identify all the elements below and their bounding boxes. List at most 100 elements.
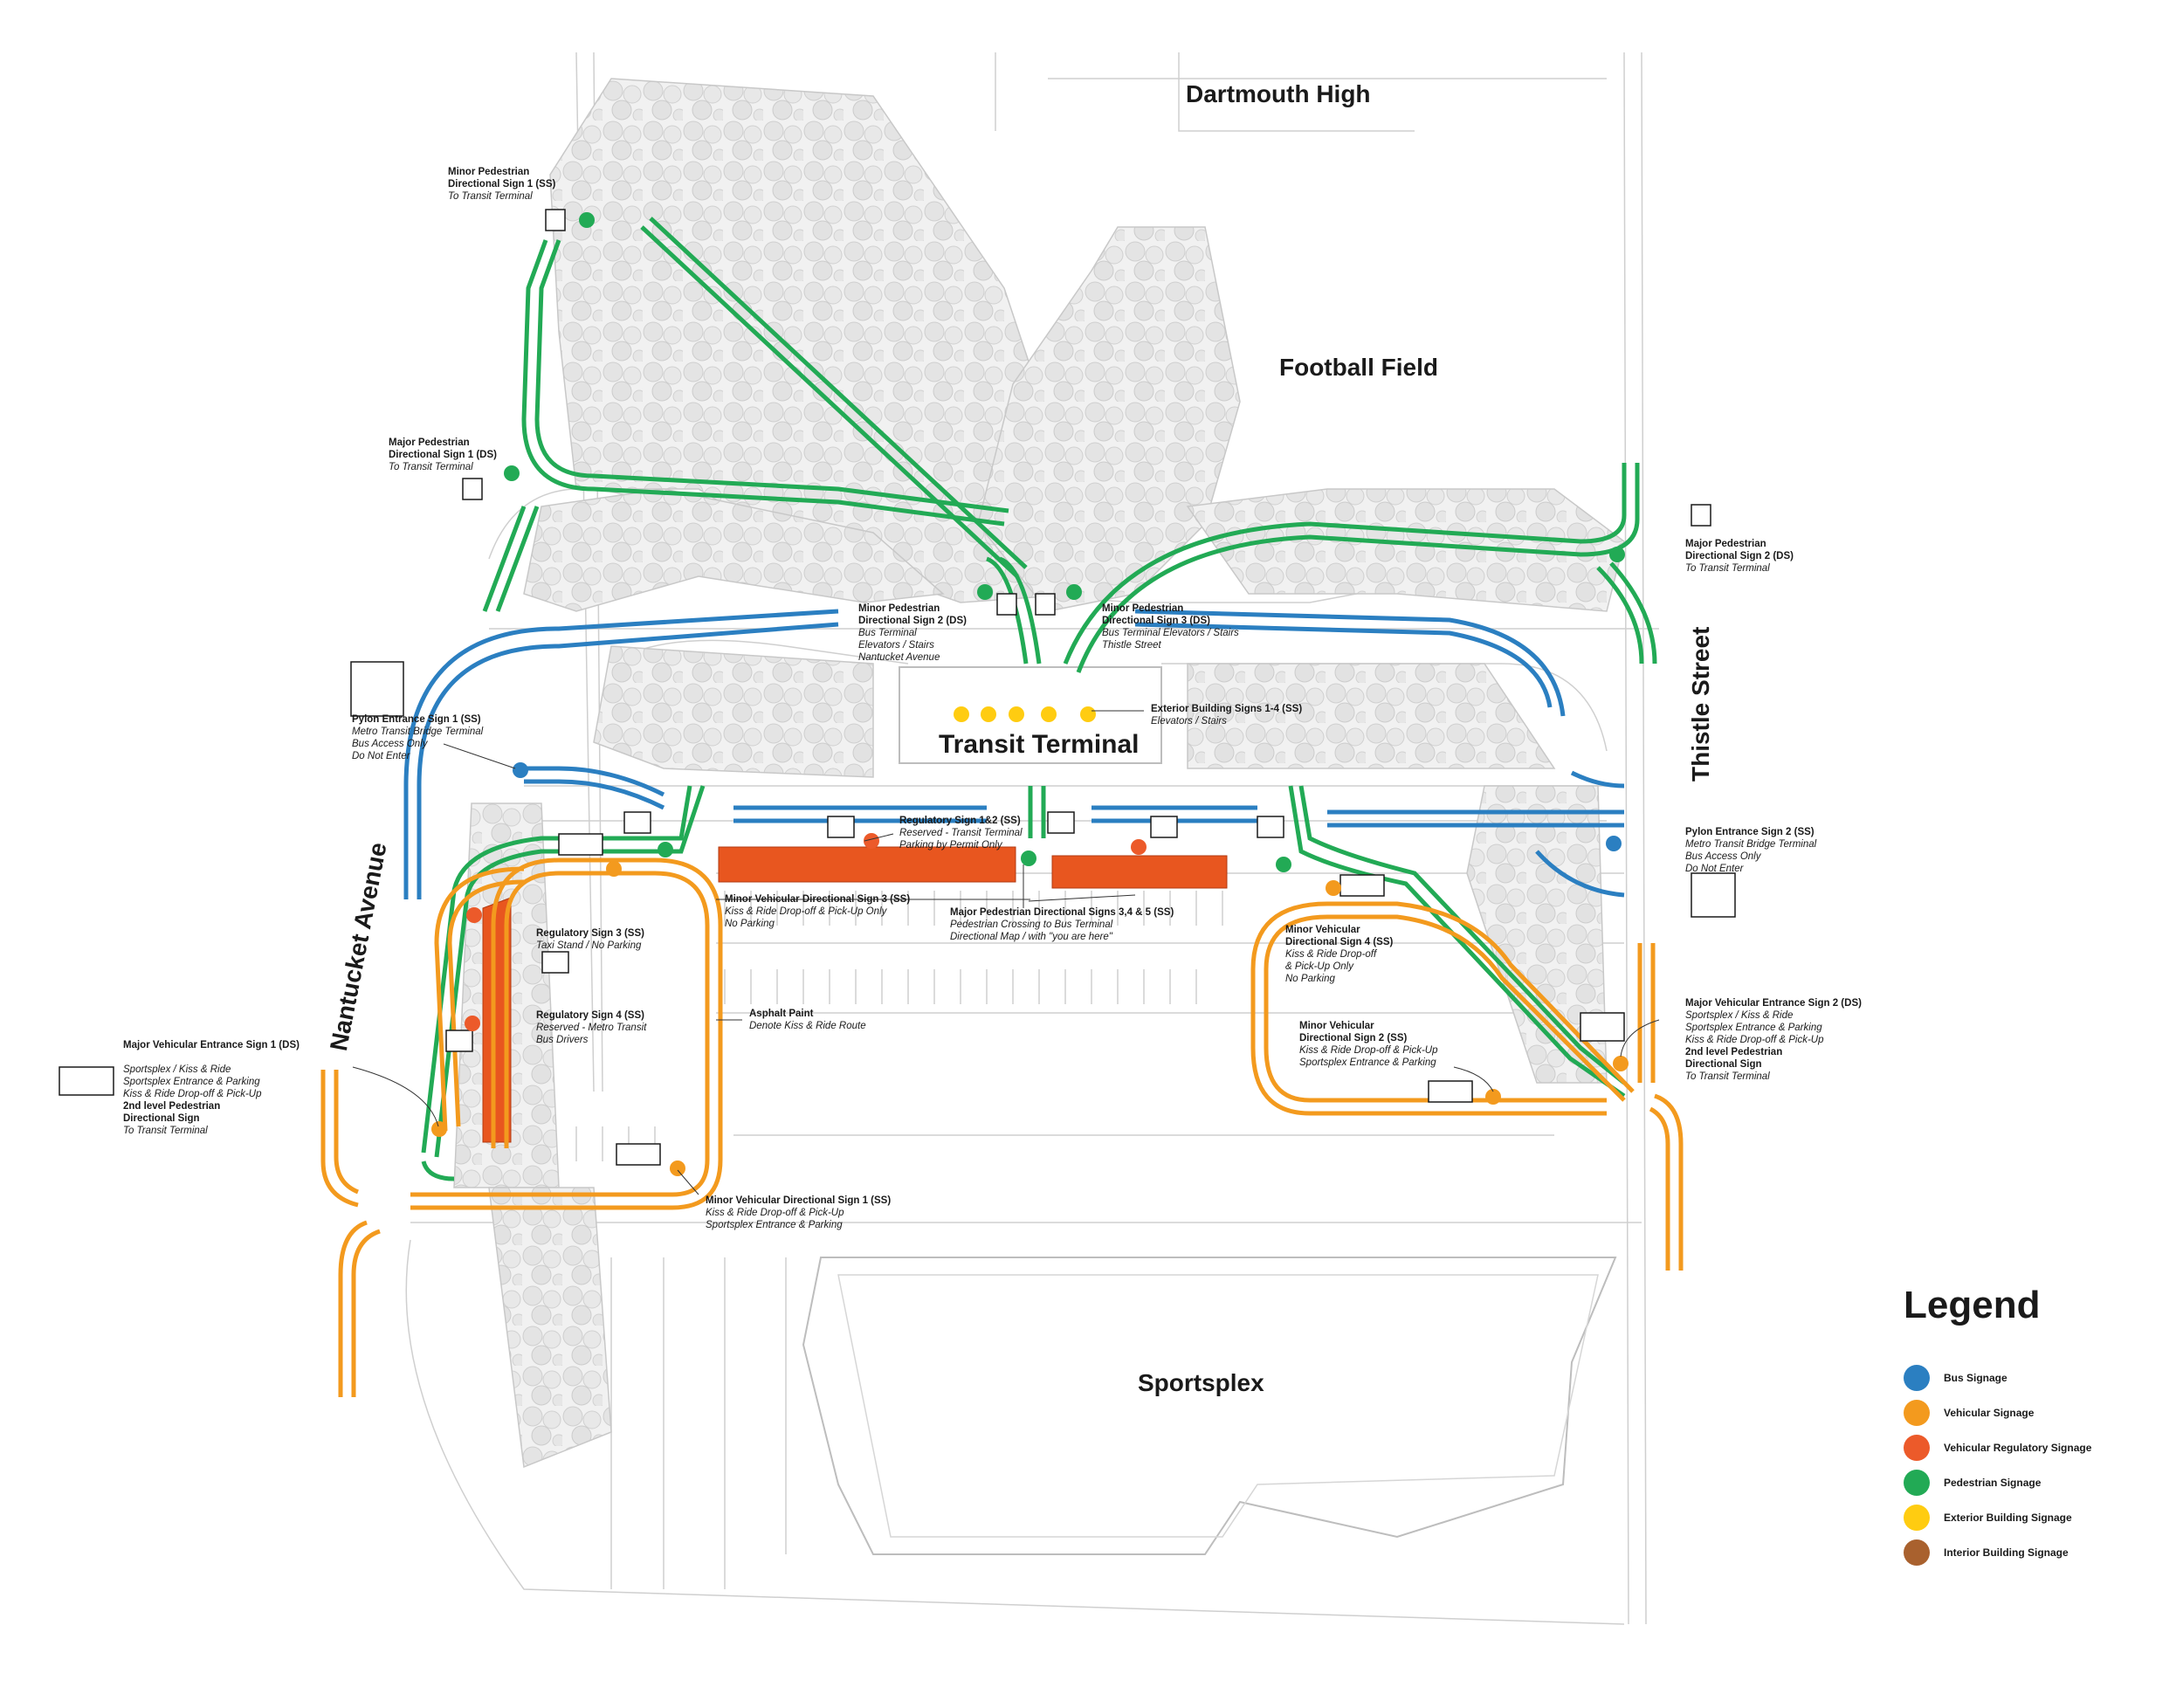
- place-transit-terminal: Transit Terminal: [939, 730, 1140, 759]
- callout-desc: Kiss & Ride Drop-off & Pick-Up: [1685, 1035, 1824, 1045]
- legend-item: Interior Building Signage: [1904, 1535, 2091, 1570]
- callout-desc: Do Not Enter: [1685, 864, 1744, 874]
- callout-title: Regulatory Sign 1&2 (SS): [899, 816, 1021, 826]
- vehicular-signage-swatch: [1904, 1400, 1930, 1426]
- callout-desc: Parking by Permit Only: [899, 840, 1002, 851]
- legend-item: Bus Signage: [1904, 1360, 2091, 1395]
- callout-regulatory-12: Regulatory Sign 1&2 (SS) Reserved - Tran…: [899, 815, 1023, 851]
- legend-item-label: Interior Building Signage: [1944, 1546, 2069, 1559]
- callout-desc: Kiss & Ride Drop-off & Pick-Up: [706, 1208, 844, 1218]
- callout-title: Asphalt Paint: [749, 1009, 814, 1019]
- callout-desc: Directional Map / with "you are here": [950, 932, 1112, 942]
- legend-item: Pedestrian Signage: [1904, 1465, 2091, 1500]
- callout-title: Exterior Building Signs 1-4 (SS): [1151, 704, 1303, 714]
- callout-desc: Denote Kiss & Ride Route: [749, 1021, 866, 1031]
- callout-title: Major Vehicular Entrance Sign 1 (DS): [123, 1040, 300, 1050]
- callout-pylon-1: Pylon Entrance Sign 1 (SS) Metro Transit…: [352, 713, 483, 762]
- callout-title: 2nd level Pedestrian: [123, 1101, 221, 1112]
- callout-title: Directional Sign 2 (SS): [1299, 1033, 1408, 1043]
- callout-exterior-building: Exterior Building Signs 1-4 (SS) Elevato…: [1151, 703, 1302, 727]
- callout-desc: No Parking: [1285, 974, 1335, 984]
- callout-minor-ped-1: Minor Pedestrian Directional Sign 1 (SS)…: [448, 166, 555, 203]
- tree-canopy: [453, 78, 1625, 1469]
- callout-major-ped-345: Major Pedestrian Directional Signs 3,4 &…: [950, 906, 1174, 943]
- callout-title: Major Vehicular Entrance Sign 2 (DS): [1685, 998, 1862, 1009]
- callout-regulatory-3: Regulatory Sign 3 (SS) Taxi Stand / No P…: [536, 927, 644, 952]
- legend-item-label: Vehicular Signage: [1944, 1407, 2035, 1419]
- callout-title: Directional Sign: [123, 1113, 200, 1124]
- legend: Legend Bus Signage Vehicular Signage Veh…: [1904, 1284, 2091, 1570]
- callout-title: Minor Pedestrian: [1102, 603, 1184, 614]
- callout-desc: Kiss & Ride Drop-off & Pick-Up Only: [725, 906, 887, 917]
- callout-desc: Reserved - Metro Transit: [536, 1023, 647, 1033]
- callout-title: Pylon Entrance Sign 1 (SS): [352, 714, 481, 725]
- callout-desc: Thistle Street: [1102, 640, 1161, 651]
- callout-desc: Metro Transit Bridge Terminal: [352, 727, 484, 737]
- vehicular-routes: [320, 857, 1684, 1397]
- callout-desc: Bus Terminal Elevators / Stairs: [1102, 628, 1239, 638]
- legend-item: Exterior Building Signage: [1904, 1500, 2091, 1535]
- callout-title: Major Pedestrian: [389, 437, 470, 448]
- place-dartmouth-high: Dartmouth High: [1186, 80, 1371, 107]
- callout-desc: [123, 1051, 300, 1064]
- callout-title: Minor Vehicular: [1299, 1021, 1374, 1031]
- callout-title: Directional Sign 2 (DS): [858, 616, 967, 626]
- callout-title: 2nd level Pedestrian: [1685, 1047, 1783, 1057]
- callout-major-veh-2: Major Vehicular Entrance Sign 2 (DS) Spo…: [1685, 997, 1862, 1083]
- callout-title: Regulatory Sign 3 (SS): [536, 928, 644, 939]
- callout-desc: Pedestrian Crossing to Bus Terminal: [950, 919, 1113, 930]
- legend-item-label: Bus Signage: [1944, 1372, 2007, 1384]
- callout-title: Minor Vehicular Directional Sign 3 (SS): [725, 894, 911, 905]
- callout-desc: Metro Transit Bridge Terminal: [1685, 839, 1817, 850]
- callout-desc: Reserved - Transit Terminal: [899, 828, 1023, 838]
- place-thistle-street: Thistle Street: [1687, 626, 1714, 782]
- callout-major-ped-1: Major Pedestrian Directional Sign 1 (DS)…: [389, 437, 497, 473]
- callout-major-ped-2: Major Pedestrian Directional Sign 2 (DS)…: [1685, 538, 1794, 575]
- callout-title: Directional Sign: [1685, 1059, 1762, 1070]
- callout-regulatory-4: Regulatory Sign 4 (SS) Reserved - Metro …: [536, 1009, 646, 1046]
- callout-desc: Kiss & Ride Drop-off & Pick-Up: [1299, 1045, 1438, 1056]
- place-football-field: Football Field: [1279, 354, 1438, 381]
- callout-title: Regulatory Sign 4 (SS): [536, 1010, 644, 1021]
- legend-item-label: Exterior Building Signage: [1944, 1512, 2072, 1524]
- leader-lines: [352, 710, 1660, 1195]
- callout-minor-veh-4: Minor Vehicular Directional Sign 4 (SS) …: [1285, 924, 1393, 985]
- callout-desc: Bus Access Only: [1685, 851, 1761, 862]
- callout-desc: To Transit Terminal: [1685, 1071, 1770, 1082]
- pedestrian-routes: [421, 217, 1657, 1181]
- callout-desc: Do Not Enter: [352, 751, 410, 761]
- legend-item-label: Pedestrian Signage: [1944, 1477, 2042, 1489]
- callout-desc: To Transit Terminal: [1685, 563, 1770, 574]
- legend-title: Legend: [1904, 1284, 2041, 1326]
- callout-desc: To Transit Terminal: [448, 191, 533, 202]
- callout-minor-ped-2: Minor Pedestrian Directional Sign 2 (DS)…: [858, 603, 967, 664]
- callout-desc: Sportsplex Entrance & Parking: [706, 1220, 843, 1230]
- callout-title: Directional Sign 1 (DS): [389, 450, 497, 460]
- sign-icons: [59, 209, 1736, 1166]
- bus-routes: [403, 609, 1625, 899]
- callout-title: Directional Sign 3 (DS): [1102, 616, 1210, 626]
- callout-desc: Sportsplex Entrance & Parking: [1299, 1057, 1436, 1068]
- callout-desc: Bus Drivers: [536, 1035, 589, 1045]
- interior-building-signage-swatch: [1904, 1539, 1930, 1566]
- exterior-building-signage-swatch: [1904, 1505, 1930, 1531]
- reserved-parking-bays: [482, 846, 1228, 1143]
- callout-pylon-2: Pylon Entrance Sign 2 (SS) Metro Transit…: [1685, 826, 1816, 875]
- callout-desc: Sportsplex Entrance & Parking: [1685, 1023, 1822, 1033]
- callout-minor-veh-1: Minor Vehicular Directional Sign 1 (SS) …: [706, 1195, 891, 1231]
- callout-title: Major Pedestrian Directional Signs 3,4 &…: [950, 907, 1174, 918]
- callout-desc: Bus Terminal: [858, 628, 917, 638]
- vehicular-regulatory-signage-swatch: [1904, 1435, 1930, 1461]
- callout-title: Minor Vehicular Directional Sign 1 (SS): [706, 1195, 892, 1206]
- callout-minor-ped-3: Minor Pedestrian Directional Sign 3 (DS)…: [1102, 603, 1239, 651]
- legend-item: Vehicular Regulatory Signage: [1904, 1430, 2091, 1465]
- callout-desc: Nantucket Avenue: [858, 652, 940, 663]
- callout-title: Directional Sign 4 (SS): [1285, 937, 1394, 947]
- callout-desc: Taxi Stand / No Parking: [536, 940, 642, 951]
- legend-item: Vehicular Signage: [1904, 1395, 2091, 1430]
- callout-title: Pylon Entrance Sign 2 (SS): [1685, 827, 1815, 837]
- callout-minor-veh-3: Minor Vehicular Directional Sign 3 (SS) …: [725, 893, 910, 930]
- callout-desc: Sportsplex / Kiss & Ride: [123, 1064, 231, 1075]
- callout-title: Minor Pedestrian: [858, 603, 940, 614]
